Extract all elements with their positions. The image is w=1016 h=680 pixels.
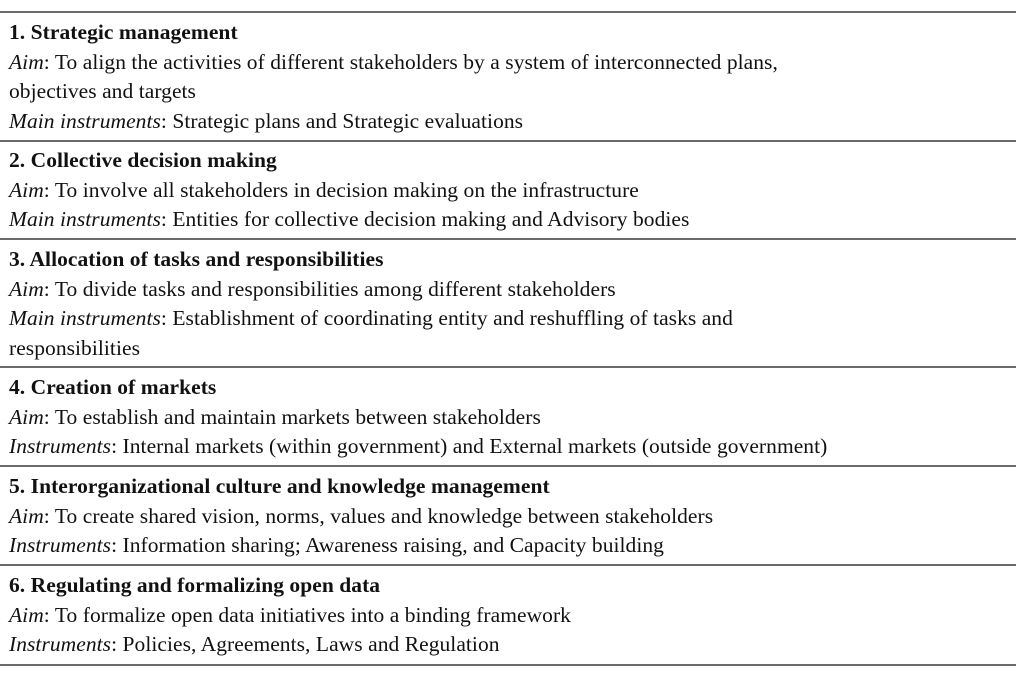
aim-label: Aim <box>9 177 44 202</box>
section-title: 1. Strategic management <box>9 20 238 44</box>
table-row: 3. Allocation of tasks and responsibilit… <box>9 245 1009 363</box>
section-title: 6. Regulating and formalizing open data <box>9 573 381 597</box>
instruments-line: Main instruments: Establishment of coord… <box>9 306 733 330</box>
aim-line: Aim: To divide tasks and responsibilitie… <box>9 276 616 301</box>
table-rule <box>0 564 1016 566</box>
aim-line: Aim: To align the activities of differen… <box>9 49 778 74</box>
table-rule <box>0 664 1016 666</box>
table-rule <box>0 140 1016 142</box>
aim-label: Aim <box>9 503 44 528</box>
instruments-line: Instruments: Information sharing; Awaren… <box>9 533 664 557</box>
instruments-line-continued: responsibilities <box>9 335 140 360</box>
table-rule <box>0 238 1016 240</box>
table-row: 5. Interorganizational culture and knowl… <box>9 472 1009 561</box>
aim-line: Aim: To formalize open data initiatives … <box>9 602 571 627</box>
instruments-line: Instruments: Policies, Agreements, Laws … <box>9 632 500 656</box>
table-rule <box>0 465 1016 467</box>
instruments-label: Main instruments <box>9 306 161 330</box>
aim-label: Aim <box>9 49 44 74</box>
table-row: 4. Creation of markets Aim: To establish… <box>9 373 1009 462</box>
aim-label: Aim <box>9 276 44 301</box>
section-title: 4. Creation of markets <box>9 375 217 399</box>
table-rule <box>0 11 1016 13</box>
aim-line: Aim: To involve all stakeholders in deci… <box>9 177 639 202</box>
section-title: 5. Interorganizational culture and knowl… <box>9 474 550 498</box>
instruments-label: Instruments <box>9 533 112 557</box>
instruments-label: Instruments <box>9 632 112 656</box>
instruments-line: Main instruments: Entities for collectiv… <box>9 207 690 231</box>
aim-label: Aim <box>9 404 44 429</box>
table-row: 1. Strategic management Aim: To align th… <box>9 18 1009 136</box>
instruments-line: Main instruments: Strategic plans and St… <box>9 108 524 133</box>
aim-line: Aim: To establish and maintain markets b… <box>9 404 541 429</box>
instruments-label: Main instruments <box>9 207 161 231</box>
aim-label: Aim <box>9 602 44 627</box>
aim-line: Aim: To create shared vision, norms, val… <box>9 503 714 528</box>
table-row: 2. Collective decision making Aim: To in… <box>9 146 1009 235</box>
table-row: 6. Regulating and formalizing open data … <box>9 571 1009 660</box>
section-title: 2. Collective decision making <box>9 148 277 172</box>
instruments-label: Main instruments <box>9 108 161 133</box>
section-title: 3. Allocation of tasks and responsibilit… <box>9 247 384 271</box>
table-rule <box>0 366 1016 368</box>
instruments-line: Instruments: Internal markets (within go… <box>9 434 828 458</box>
instruments-label: Instruments <box>9 434 112 458</box>
aim-line-continued: objectives and targets <box>9 79 196 103</box>
